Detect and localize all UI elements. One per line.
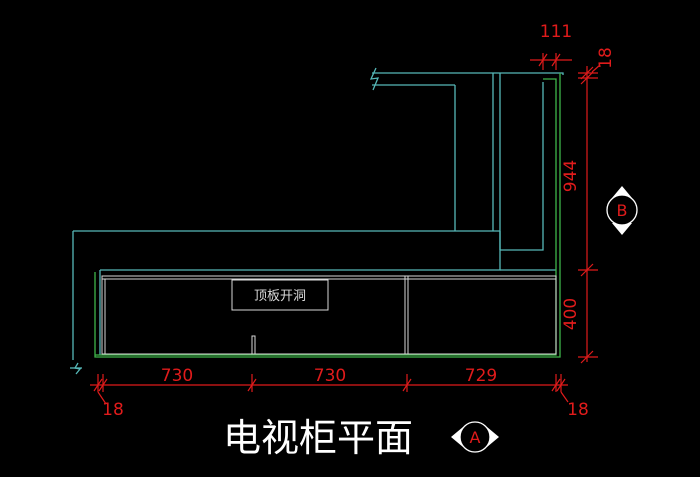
section-b-label: B	[617, 201, 628, 220]
dim-right-lower: 400	[561, 298, 581, 330]
section-marker-b: B	[606, 186, 638, 235]
top-hole-label: 顶板开洞	[254, 289, 306, 304]
dim-bottom-left: 18	[102, 400, 124, 420]
dim-bottom-2: 730	[314, 366, 346, 386]
section-marker-a: A	[451, 421, 499, 453]
top-hole-box	[231, 279, 329, 311]
section-a-label: A	[470, 428, 481, 447]
drawing-title: 电视柜平面	[223, 416, 413, 460]
dim-right-upper: 944	[561, 160, 581, 192]
dimension-texts: 730 730 729 18 18 111 18 944 400	[102, 22, 616, 420]
dimension-lines	[90, 53, 601, 405]
dim-bottom-3: 729	[465, 366, 497, 386]
cabinet-compartments	[101, 275, 557, 355]
dim-bottom-right: 18	[567, 400, 589, 420]
dim-top-width: 111	[540, 22, 572, 42]
cabinet-outline	[70, 67, 564, 375]
dim-top-right: 18	[596, 47, 616, 69]
cabinet-green-outline	[94, 73, 561, 358]
dim-bottom-1: 730	[161, 366, 193, 386]
